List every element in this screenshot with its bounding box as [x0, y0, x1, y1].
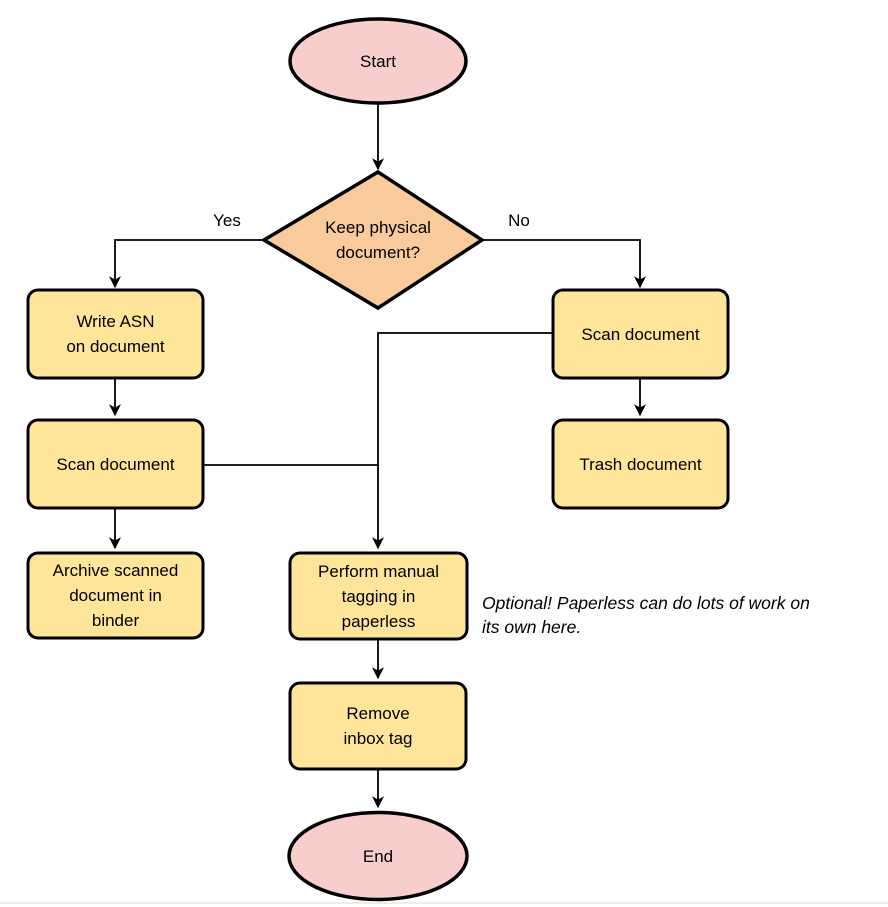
optional-note: Optional! Paperless can do lots of work … — [482, 593, 810, 637]
connectors — [109, 103, 646, 809]
tagging-node — [288, 551, 469, 641]
shapes — [26, 17, 730, 902]
start-node — [288, 17, 468, 105]
end-node — [287, 810, 469, 902]
page-bottom-edge — [0, 902, 888, 904]
edge-scan-right-to-tagging — [372, 332, 553, 550]
edge-decision-yes-to-write-asn — [109, 239, 264, 289]
trash-document-node — [551, 418, 730, 510]
write-asn-node — [26, 288, 205, 380]
scan-document-right-node — [551, 288, 730, 380]
scan-document-left-node — [26, 418, 205, 510]
archive-node — [26, 551, 205, 640]
remove-inbox-node — [288, 681, 468, 771]
decision-node — [260, 169, 486, 311]
edge-decision-no-to-scan-right — [482, 239, 646, 289]
